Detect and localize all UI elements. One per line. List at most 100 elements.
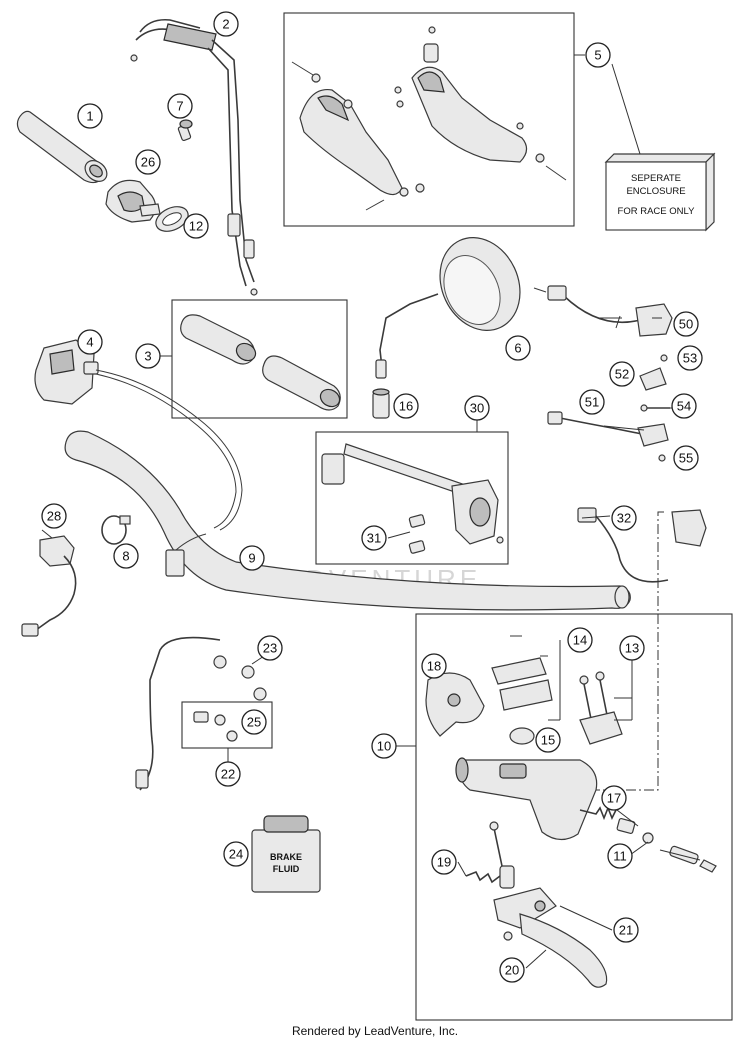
part-18-clamp bbox=[425, 672, 485, 737]
callout-3: 3 bbox=[135, 343, 161, 369]
part-55-screw bbox=[658, 454, 666, 462]
svg-text:26: 26 bbox=[141, 155, 155, 170]
svg-text:8: 8 bbox=[122, 549, 129, 564]
wiring-connector bbox=[165, 533, 207, 577]
part-32-switch bbox=[577, 507, 707, 583]
callout-13: 13 bbox=[619, 635, 645, 661]
callout-55: 55 bbox=[673, 445, 699, 471]
svg-text:23: 23 bbox=[263, 641, 277, 656]
part-14-reservoir-cover bbox=[491, 635, 553, 711]
part-8-cable-tie bbox=[101, 515, 131, 545]
part-6-mirror bbox=[375, 237, 521, 379]
svg-text:52: 52 bbox=[615, 367, 629, 382]
part-11-boot bbox=[642, 832, 717, 873]
part-15-diaphragm bbox=[509, 727, 535, 745]
part-22-box bbox=[181, 701, 273, 749]
svg-text:30: 30 bbox=[470, 401, 484, 416]
svg-text:9: 9 bbox=[248, 551, 255, 566]
footer-credit: Rendered by LeadVenture, Inc. bbox=[291, 1024, 459, 1038]
callout-31: 31 bbox=[361, 525, 387, 551]
callout-24: 24 bbox=[223, 841, 249, 867]
svg-text:16: 16 bbox=[399, 399, 413, 414]
part-30-box bbox=[315, 431, 509, 565]
part-50-switch bbox=[533, 285, 673, 337]
callout-6: 6 bbox=[505, 335, 531, 361]
part-5-handguard-right bbox=[394, 26, 567, 181]
enclosure-line-1: SEPERATE bbox=[631, 173, 681, 184]
part-3-box bbox=[171, 299, 348, 419]
callout-21: 21 bbox=[613, 917, 639, 943]
enclosure-line-3: FOR RACE ONLY bbox=[618, 206, 696, 217]
callout-52: 52 bbox=[609, 361, 635, 387]
callout-10: 10 bbox=[371, 733, 397, 759]
part-5-handguard-left bbox=[291, 61, 425, 211]
callout-30: 30 bbox=[464, 395, 490, 421]
svg-text:50: 50 bbox=[679, 317, 693, 332]
callout-11: 11 bbox=[607, 843, 633, 869]
callout-19: 19 bbox=[431, 849, 457, 875]
callout-4: 4 bbox=[77, 329, 103, 355]
part-53-screw bbox=[660, 354, 668, 362]
svg-text:25: 25 bbox=[247, 715, 261, 730]
svg-text:21: 21 bbox=[619, 923, 633, 938]
callout-20: 20 bbox=[499, 957, 525, 983]
callout-5: 5 bbox=[585, 42, 611, 68]
leader-lines bbox=[41, 315, 701, 969]
svg-text:2: 2 bbox=[222, 17, 229, 32]
svg-text:15: 15 bbox=[541, 733, 555, 748]
callout-22: 22 bbox=[215, 761, 241, 787]
svg-text:7: 7 bbox=[176, 99, 183, 114]
part-30-throttle-assembly bbox=[321, 443, 504, 545]
svg-text:4: 4 bbox=[86, 335, 93, 350]
part-12-throttle-ring bbox=[155, 206, 189, 232]
callout-53: 53 bbox=[677, 345, 703, 371]
part-24-brake-fluid-bottle: BRAKE FLUID bbox=[251, 815, 321, 893]
svg-text:18: 18 bbox=[427, 659, 441, 674]
part-5-box bbox=[283, 12, 575, 227]
svg-text:54: 54 bbox=[677, 399, 691, 414]
callout-12: 12 bbox=[183, 213, 209, 239]
svg-text:14: 14 bbox=[573, 633, 587, 648]
callout-28: 28 bbox=[41, 503, 67, 529]
svg-text:13: 13 bbox=[625, 641, 639, 656]
part-21-lever-bracket bbox=[493, 887, 557, 929]
svg-text:5: 5 bbox=[594, 48, 601, 63]
callout-17: 17 bbox=[601, 785, 627, 811]
callout-50: 50 bbox=[673, 311, 699, 337]
svg-text:28: 28 bbox=[47, 509, 61, 524]
part-16-mirror-adapter bbox=[372, 388, 390, 419]
part-28-kill-switch bbox=[21, 535, 77, 637]
callout-25: 25 bbox=[241, 709, 267, 735]
callout-2: 2 bbox=[213, 11, 239, 37]
part-3-grip-pair bbox=[180, 314, 341, 411]
callout-7: 7 bbox=[167, 93, 193, 119]
svg-text:32: 32 bbox=[617, 511, 631, 526]
callout-14: 14 bbox=[567, 627, 593, 653]
svg-text:6: 6 bbox=[514, 341, 521, 356]
part-2-throttle-cables bbox=[130, 18, 258, 296]
part-51-switch-harness bbox=[547, 411, 669, 447]
master-cylinder-body bbox=[455, 757, 598, 841]
part-10-box bbox=[415, 613, 733, 1021]
callout-51: 51 bbox=[579, 389, 605, 415]
svg-text:24: 24 bbox=[229, 847, 243, 862]
brake-fluid-label-1: BRAKE bbox=[270, 852, 302, 862]
svg-text:53: 53 bbox=[683, 351, 697, 366]
enclosure-line-2: ENCLOSURE bbox=[626, 186, 685, 197]
part-20-brake-lever bbox=[503, 913, 608, 988]
callout-54: 54 bbox=[671, 393, 697, 419]
svg-text:1: 1 bbox=[86, 109, 93, 124]
callout-32: 32 bbox=[611, 505, 637, 531]
part-23-brake-hose bbox=[135, 636, 267, 791]
svg-text:10: 10 bbox=[377, 739, 391, 754]
part-13-clamp-bolts bbox=[579, 671, 623, 745]
svg-text:22: 22 bbox=[221, 767, 235, 782]
separate-enclosure-box: SEPERATE ENCLOSURE FOR RACE ONLY bbox=[604, 152, 716, 232]
part-9-handlebar bbox=[64, 430, 631, 611]
callout-8: 8 bbox=[113, 543, 139, 569]
part-26-throttle-housing bbox=[105, 179, 161, 223]
brake-fluid-label-2: FLUID bbox=[273, 864, 300, 874]
svg-text:51: 51 bbox=[585, 395, 599, 410]
part-7-screw bbox=[177, 119, 193, 141]
